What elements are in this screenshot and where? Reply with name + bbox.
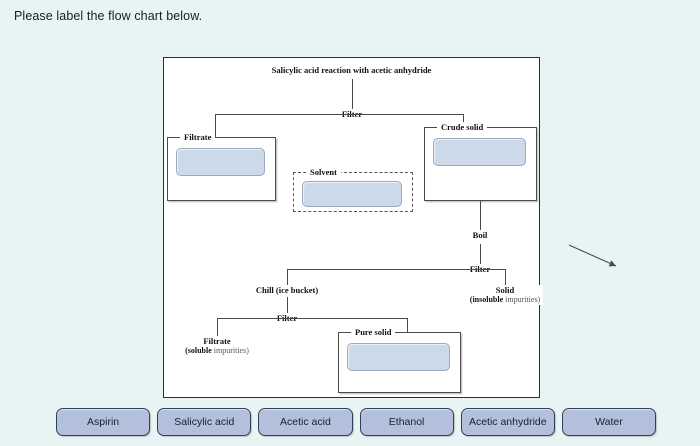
output-filtrate-subtitle: (soluble impurities) [185,346,249,356]
answer-chip-acetic-acid[interactable]: Acetic acid [258,408,353,436]
dropbox-crude-solid-legend: Crude solid [437,122,488,132]
step-chill: Chill (ice bucket) [252,285,322,295]
connector-chill-to-filter3 [287,297,288,317]
answer-chip-acetic-anhydride[interactable]: Acetic anhydride [460,408,555,436]
connector-filter1-bar [215,114,463,115]
dropbox-pure-solid[interactable]: Pure solid [338,327,461,393]
connector-title-to-filter1 [352,79,353,109]
output-filtrate: Filtrate (soluble impurities) [182,336,252,356]
page-title: Please label the flow chart below. [14,9,203,23]
dropzone-filtrate[interactable] [176,148,265,176]
output-filtrate-title: Filtrate [203,336,231,346]
connector-filter1-left-drop [215,114,216,137]
arrow-solvent-to-boil [568,244,617,267]
connector-filter3-right-drop [407,318,408,332]
dropbox-filtrate[interactable]: Filtrate [167,132,276,201]
flowchart-panel: Salicylic acid reaction with acetic anhy… [163,57,617,398]
dropzone-pure-solid[interactable] [347,343,450,371]
dropbox-crude-solid[interactable]: Crude solid [424,122,537,201]
connector-filter3-bar [217,318,407,319]
dropzone-crude-solid[interactable] [433,138,526,166]
step-boil: Boil [469,230,491,240]
output-solid-sub-bold: (insoluble [469,295,504,304]
dropzone-solvent[interactable] [302,181,402,207]
answer-chip-water[interactable]: Water [561,408,657,436]
connector-filter2-left-drop [287,269,288,285]
connector-filter1-right-drop [463,114,464,127]
dropbox-solvent[interactable]: Solvent [293,167,413,212]
answer-bank: Aspirin Salicylic acid Acetic acid Ethan… [56,408,657,436]
dropbox-solvent-legend: Solvent [306,167,341,177]
connector-crudesolid-to-boil [480,201,481,232]
output-solid: Solid (insoluble impurities) [466,285,544,305]
connector-boil-to-filter2 [480,244,481,268]
dropbox-pure-solid-legend: Pure solid [351,327,396,337]
connector-filter2-right-drop [505,269,506,285]
answer-chip-aspirin[interactable]: Aspirin [56,408,151,436]
output-filtrate-sub-light: impurities) [213,346,249,355]
answer-chip-ethanol[interactable]: Ethanol [359,408,454,436]
output-solid-subtitle: (insoluble impurities) [470,295,540,305]
output-solid-sub-light: impurities) [505,295,541,304]
connector-filter3-left-drop [217,318,218,336]
output-solid-title: Solid [495,285,515,295]
dropbox-filtrate-legend: Filtrate [180,132,216,142]
output-filtrate-sub-bold: (soluble [185,346,212,355]
connector-filter2-bar [287,269,505,270]
answer-chip-salicylic-acid[interactable]: Salicylic acid [157,408,252,436]
flowchart-title: Salicylic acid reaction with acetic anhy… [268,65,435,75]
